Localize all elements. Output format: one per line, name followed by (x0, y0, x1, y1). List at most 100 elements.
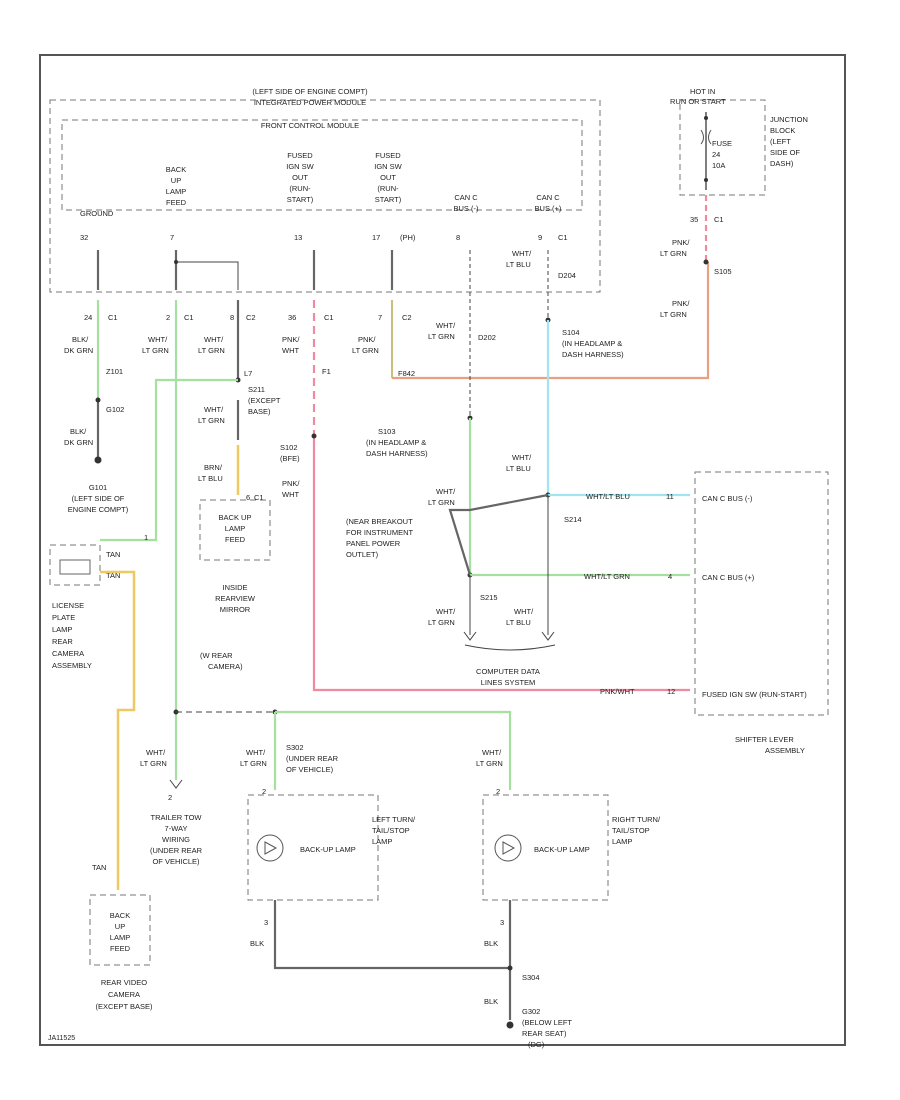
svg-text:FUSED: FUSED (287, 151, 313, 160)
svg-text:DASH HARNESS): DASH HARNESS) (366, 449, 428, 458)
svg-text:BLK/: BLK/ (70, 427, 87, 436)
svg-text:(LEFT SIDE OF: (LEFT SIDE OF (72, 494, 125, 503)
svg-text:BACK: BACK (166, 165, 186, 174)
svg-text:TRAILER TOW: TRAILER TOW (151, 813, 203, 822)
svg-text:LAMP: LAMP (166, 187, 186, 196)
svg-text:TAN: TAN (106, 571, 120, 580)
svg-text:LT GRN: LT GRN (660, 310, 687, 319)
svg-text:LT GRN: LT GRN (428, 498, 455, 507)
svg-text:11: 11 (666, 492, 674, 501)
pin-ground-num: 32 (80, 233, 88, 242)
svg-text:OUT: OUT (380, 173, 396, 182)
svg-text:TAN: TAN (106, 550, 120, 559)
svg-text:LT GRN: LT GRN (198, 346, 225, 355)
svg-text:PLATE: PLATE (52, 613, 75, 622)
svg-text:S103: S103 (378, 427, 396, 436)
svg-text:LT BLU: LT BLU (506, 618, 531, 627)
svg-text:(IN HEADLAMP &: (IN HEADLAMP & (366, 438, 426, 447)
svg-text:ASSEMBLY: ASSEMBLY (52, 661, 92, 670)
svg-text:LT GRN: LT GRN (142, 346, 169, 355)
svg-text:10A: 10A (712, 161, 725, 170)
svg-text:LT GRN: LT GRN (428, 618, 455, 627)
svg-text:OUTLET): OUTLET) (346, 550, 379, 559)
svg-text:TAIL/STOP: TAIL/STOP (372, 826, 410, 835)
svg-text:(PH): (PH) (400, 233, 416, 242)
svg-text:8: 8 (230, 313, 234, 322)
svg-text:START): START) (287, 195, 314, 204)
computer-data-lines-system: WHT/ LT GRN WHT/ LT BLU COMPUTER DATA LI… (428, 495, 556, 687)
svg-text:6: 6 (246, 493, 250, 502)
svg-text:PNK/WHT: PNK/WHT (600, 687, 635, 696)
svg-text:L7: L7 (244, 369, 252, 378)
svg-text:BLOCK: BLOCK (770, 126, 795, 135)
svg-text:C1: C1 (324, 313, 334, 322)
svg-text:WHT/: WHT/ (514, 607, 534, 616)
svg-text:CAN C: CAN C (454, 193, 478, 202)
svg-text:WHT/: WHT/ (436, 321, 456, 330)
shifter-lever-assembly: CAN C BUS (-) CAN C BUS (+) FUSED IGN SW… (694, 471, 829, 755)
svg-text:LT GRN: LT GRN (428, 332, 455, 341)
svg-text:BLK: BLK (250, 939, 264, 948)
svg-text:35: 35 (690, 215, 698, 224)
svg-text:FRONT CONTROL MODULE: FRONT CONTROL MODULE (261, 121, 359, 130)
svg-text:REAR: REAR (52, 637, 73, 646)
svg-text:C2: C2 (402, 313, 412, 322)
svg-text:BLK: BLK (484, 939, 498, 948)
svg-text:BACK: BACK (110, 911, 130, 920)
svg-text:12: 12 (667, 687, 675, 696)
svg-text:HOT IN: HOT IN (690, 87, 715, 96)
svg-text:JUNCTION: JUNCTION (770, 115, 808, 124)
svg-text:INTEGRATED POWER MODULE: INTEGRATED POWER MODULE (254, 98, 366, 107)
diagram-border (39, 54, 846, 1046)
svg-text:(LEFT SIDE OF ENGINE COMPT): (LEFT SIDE OF ENGINE COMPT) (252, 87, 368, 96)
svg-text:BLK/: BLK/ (72, 335, 89, 344)
svg-text:REAR VIDEO: REAR VIDEO (101, 978, 147, 987)
trailer-tow-wiring: 2 TRAILER TOW 7-WAY WIRING (UNDER REAR O… (150, 779, 203, 866)
svg-text:C1: C1 (714, 215, 724, 224)
svg-text:WHT/: WHT/ (436, 487, 456, 496)
svg-text:(EXCEPT: (EXCEPT (248, 396, 281, 405)
svg-text:(NEAR BREAKOUT: (NEAR BREAKOUT (346, 517, 413, 526)
svg-text:CAN C BUS (-): CAN C BUS (-) (702, 494, 753, 503)
left-turn-tail-stop-lamp: 2 BACK-UP LAMP LEFT TURN/ TAIL/STOP LAMP… (247, 787, 416, 927)
svg-text:UP: UP (171, 176, 181, 185)
svg-text:9: 9 (538, 233, 542, 242)
svg-text:DASH): DASH) (770, 159, 794, 168)
svg-text:PNK/: PNK/ (358, 335, 376, 344)
svg-text:(IN HEADLAMP &: (IN HEADLAMP & (562, 339, 622, 348)
svg-text:S105: S105 (714, 267, 732, 276)
svg-text:7: 7 (378, 313, 382, 322)
svg-text:PNK/: PNK/ (672, 299, 690, 308)
svg-text:MIRROR: MIRROR (220, 605, 251, 614)
svg-text:LT GRN: LT GRN (140, 759, 167, 768)
svg-text:F842: F842 (398, 369, 415, 378)
svg-text:G101: G101 (89, 483, 107, 492)
svg-text:LT GRN: LT GRN (476, 759, 503, 768)
svg-text:OF VEHICLE): OF VEHICLE) (286, 765, 334, 774)
svg-text:D202: D202 (478, 333, 496, 342)
svg-text:WHT/: WHT/ (204, 405, 224, 414)
svg-text:CAMERA): CAMERA) (208, 662, 243, 671)
svg-text:S302: S302 (286, 743, 304, 752)
svg-text:WHT/: WHT/ (512, 249, 532, 258)
rear-video-camera: TAN BACK UP LAMP FEED REAR VIDEO CAMERA … (89, 863, 153, 1011)
svg-text:PNK/: PNK/ (282, 479, 300, 488)
svg-text:36: 36 (288, 313, 296, 322)
svg-text:PNK/: PNK/ (282, 335, 300, 344)
svg-text:BASE): BASE) (248, 407, 271, 416)
svg-text:G302: G302 (522, 1007, 540, 1016)
svg-text:3: 3 (500, 918, 504, 927)
svg-text:S102: S102 (280, 443, 298, 452)
svg-text:17: 17 (372, 233, 380, 242)
svg-text:BACK-UP LAMP: BACK-UP LAMP (534, 845, 590, 854)
svg-text:3: 3 (264, 918, 268, 927)
svg-text:4: 4 (668, 572, 672, 581)
svg-text:7: 7 (170, 233, 174, 242)
svg-text:LT GRN: LT GRN (660, 249, 687, 258)
svg-text:DK GRN: DK GRN (64, 346, 93, 355)
svg-text:LT BLU: LT BLU (506, 464, 531, 473)
svg-text:(UNDER REAR: (UNDER REAR (286, 754, 339, 763)
svg-text:S304: S304 (522, 973, 540, 982)
svg-text:2: 2 (496, 787, 500, 796)
svg-text:(BFE): (BFE) (280, 454, 300, 463)
